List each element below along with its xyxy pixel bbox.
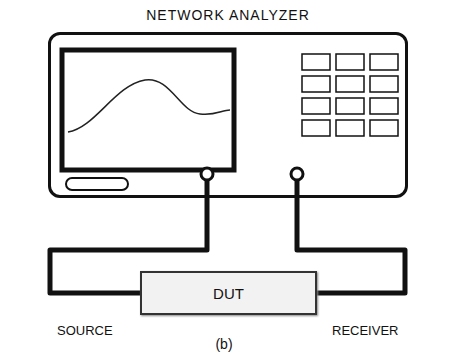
instrument-title: NETWORK ANALYZER xyxy=(146,7,310,23)
analyzer-housing: NETWORK ANALYZER xyxy=(48,32,408,198)
disk-slot xyxy=(66,178,128,190)
key xyxy=(370,98,398,114)
key xyxy=(302,76,330,92)
key xyxy=(370,54,398,70)
key xyxy=(336,120,364,136)
port-label: SOURCE xyxy=(55,323,115,338)
figure-caption: (b) xyxy=(215,336,232,352)
key xyxy=(336,54,364,70)
key xyxy=(370,76,398,92)
screen xyxy=(62,50,234,170)
key xyxy=(302,98,330,114)
keypad xyxy=(302,54,398,136)
node-label: DUT xyxy=(142,273,315,302)
key xyxy=(302,120,330,136)
device-box: DUT xyxy=(140,271,317,315)
key xyxy=(302,54,330,70)
port-label: RECEIVER xyxy=(330,323,400,338)
key xyxy=(336,98,364,114)
port xyxy=(291,168,303,180)
trace-curve xyxy=(68,80,230,132)
port xyxy=(201,168,213,180)
key xyxy=(336,76,364,92)
key xyxy=(370,120,398,136)
